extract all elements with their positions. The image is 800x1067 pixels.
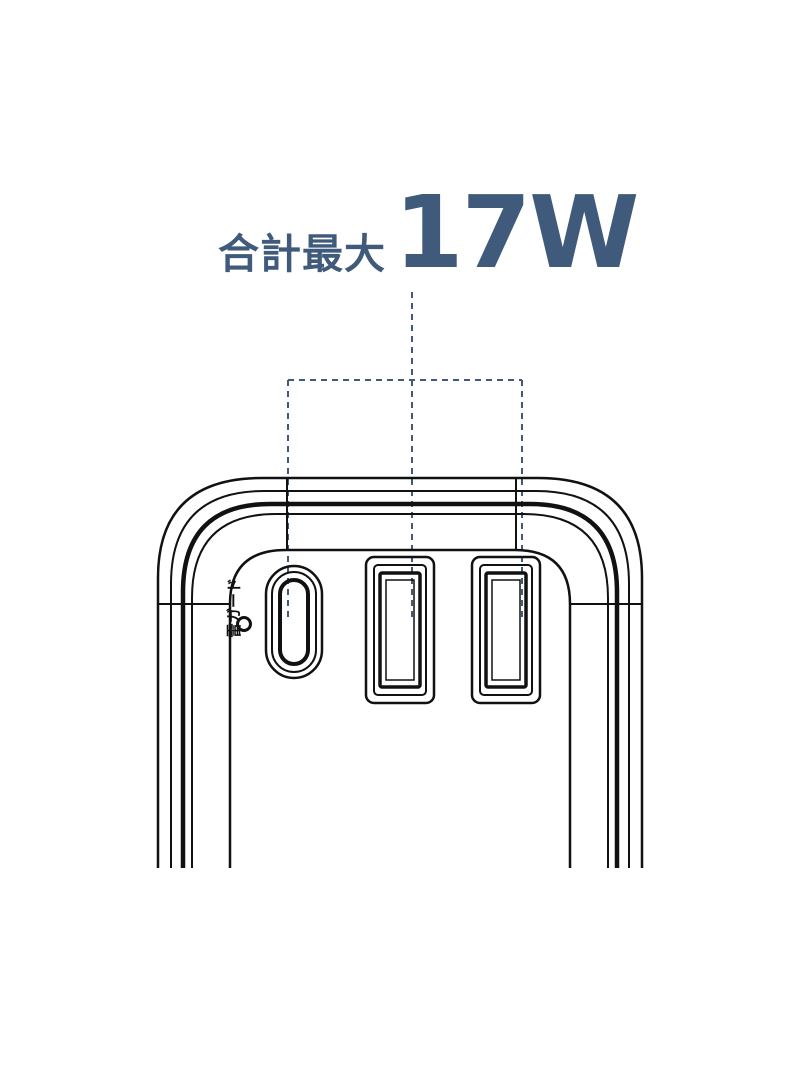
side-label: 雷ガード bbox=[225, 577, 243, 638]
usb-c-port-icon bbox=[264, 564, 324, 680]
headline-label: 合計最大 bbox=[218, 230, 386, 278]
body-outline-3 bbox=[180, 501, 620, 868]
callout-lines bbox=[287, 292, 523, 620]
power-indicator-icon bbox=[236, 616, 252, 632]
usb-a-port-icon bbox=[364, 555, 436, 705]
headline-value: 17W bbox=[394, 174, 639, 291]
device-body bbox=[156, 476, 644, 868]
body-outline-outer bbox=[156, 476, 644, 868]
usb-a-port-icon bbox=[470, 555, 542, 705]
headline: 合計最大 17W bbox=[0, 0, 800, 300]
body-outline-4 bbox=[191, 513, 609, 868]
faceplate-outline bbox=[228, 548, 572, 868]
body-outline-2 bbox=[170, 490, 630, 868]
